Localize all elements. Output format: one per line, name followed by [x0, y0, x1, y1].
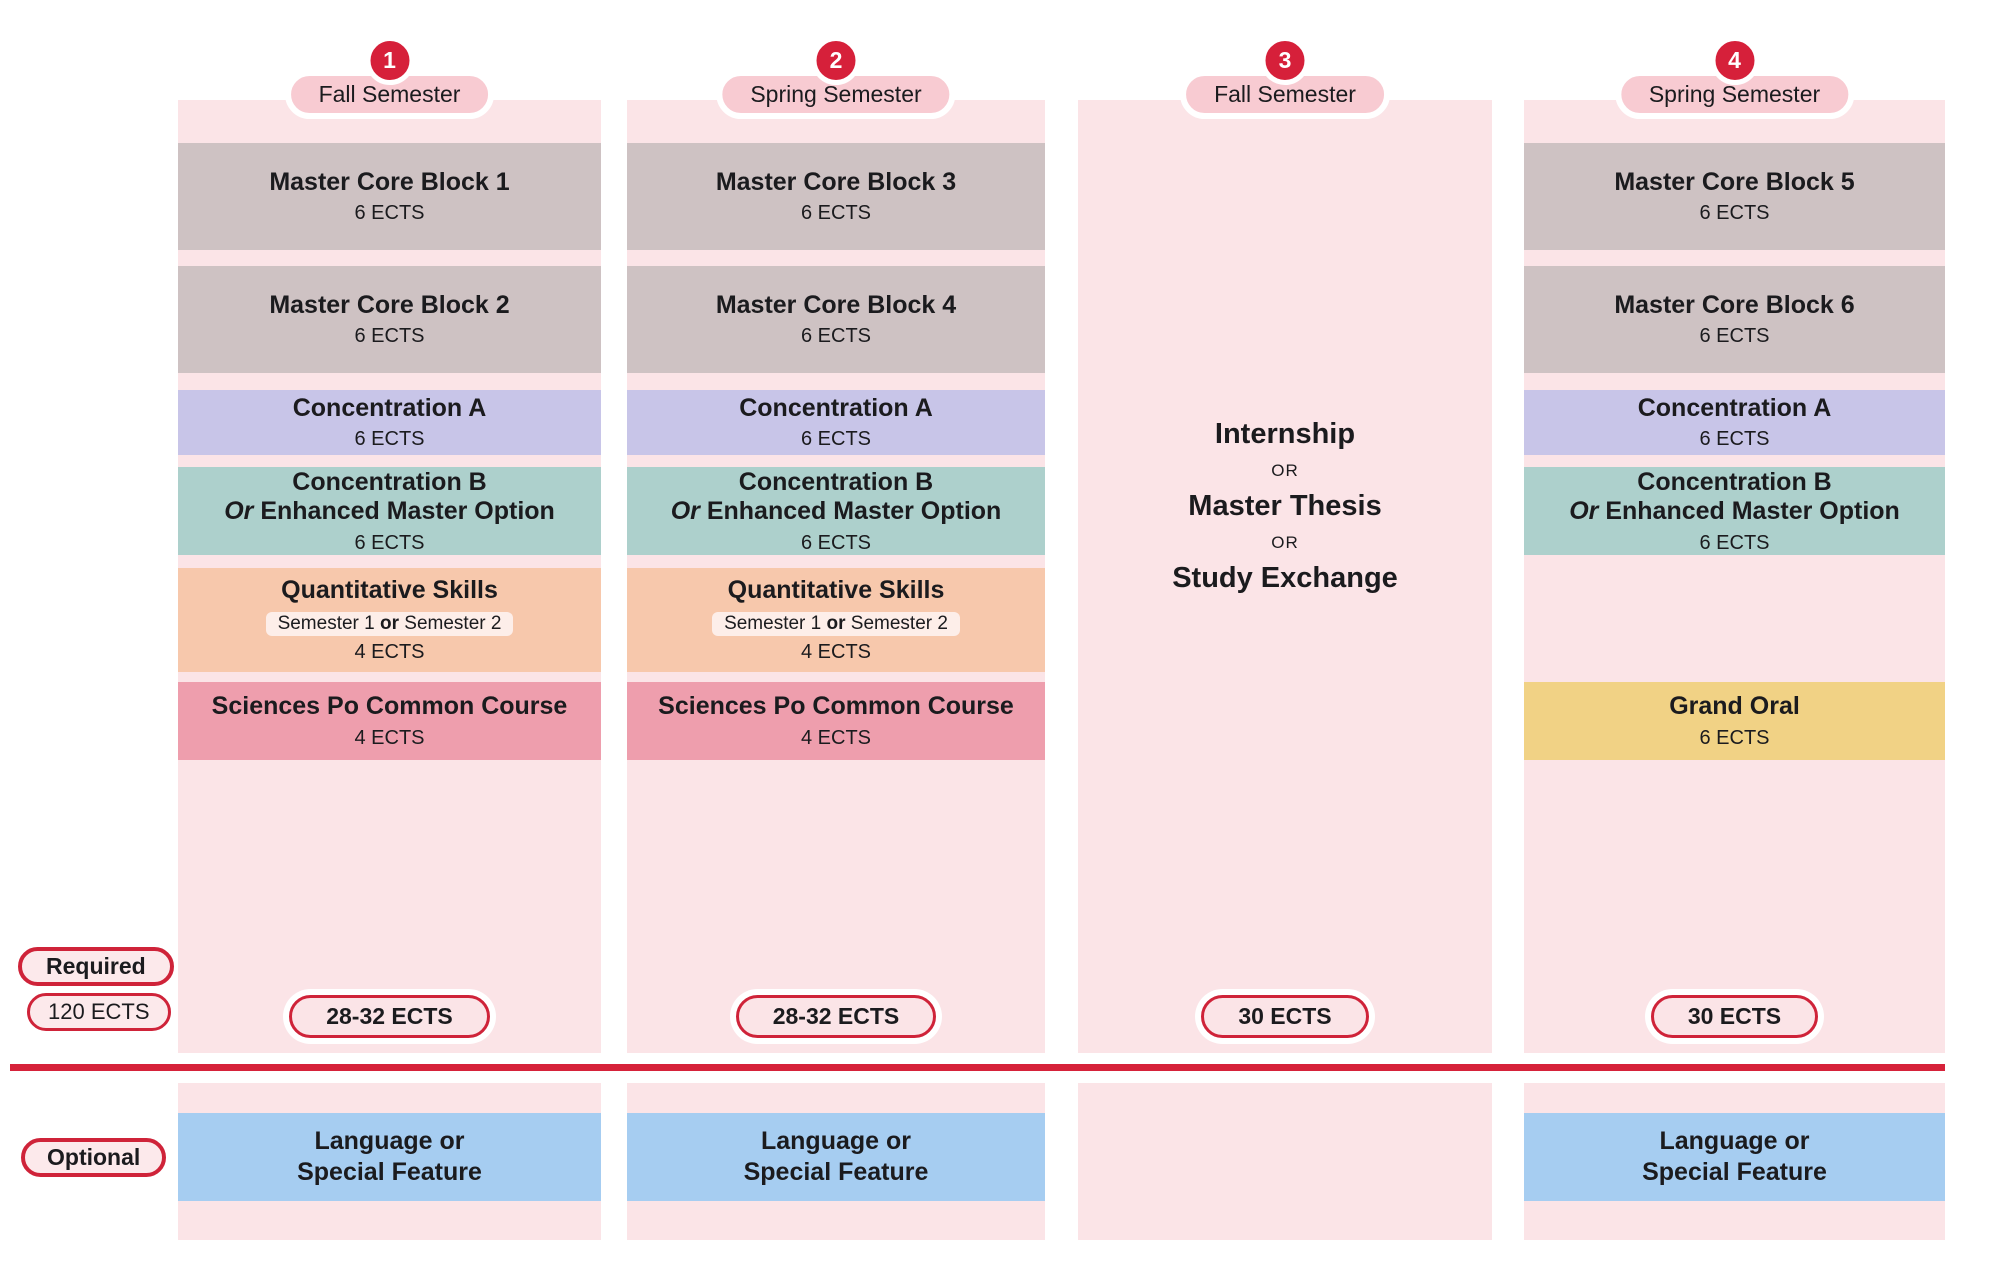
optional-block-line: Special Feature — [297, 1158, 482, 1186]
semester-total-wrap: 28-32 ECTS — [627, 995, 1045, 1038]
block-ects-line: 6 ECTS — [354, 202, 425, 225]
block-title-line: Concentration A — [739, 393, 933, 422]
block-ects-line: 4 ECTS — [354, 641, 425, 664]
block-sciences-po-common-course: Sciences Po Common Course 4 ECTS — [627, 682, 1045, 760]
block-ects-line: 6 ECTS — [354, 531, 425, 554]
semester-total-wrap: 30 ECTS — [1078, 995, 1492, 1038]
block-title-line: Master Core Block 4 — [715, 290, 957, 319]
block-title-line: Master Core Block 6 — [1614, 290, 1855, 319]
block-title-line: Or Enhanced Master Option — [224, 497, 555, 525]
block-title-line: Quantitative Skills — [281, 575, 498, 604]
block-title-line: Master Core Block 1 — [269, 167, 510, 196]
block-title-line: Concentration A — [1637, 393, 1832, 422]
block-title-line: Or Enhanced Master Option — [670, 497, 1002, 525]
block-title-line: Concentration A — [292, 393, 487, 422]
block-title-line: Master Core Block 5 — [1614, 167, 1855, 196]
block-title-line: Master Core Block 3 — [715, 167, 957, 196]
block-master-core-block-6: Master Core Block 6 6 ECTS — [1524, 266, 1945, 373]
semester-number-badge: 3 — [1260, 36, 1310, 85]
block-ects-line: 4 ECTS — [800, 726, 872, 749]
choice-or-label: OR — [1271, 533, 1299, 552]
block-ects-line: 4 ECTS — [354, 726, 425, 749]
block-title-line: Sciences Po Common Course — [658, 692, 1014, 721]
block-master-core-block-1: Master Core Block 1 6 ECTS — [178, 143, 601, 250]
choice-or-label: OR — [1271, 461, 1299, 480]
block-ects-line: 6 ECTS — [1699, 325, 1770, 348]
block-concentration-a: Concentration A 6 ECTS — [178, 390, 601, 455]
required-optional-divider — [10, 1064, 1945, 1071]
optional-badge: Optional — [21, 1138, 167, 1177]
block-note-line: Semester 1 or Semester 2 — [712, 612, 960, 637]
block-master-core-block-3: Master Core Block 3 6 ECTS — [627, 143, 1045, 250]
block-title-line: Concentration B — [292, 467, 487, 496]
optional-language-block: Language or Special Feature — [178, 1113, 601, 1201]
semester-total-wrap: 30 ECTS — [1524, 995, 1945, 1038]
block-ects-line: 6 ECTS — [354, 428, 425, 451]
block-ects-line: 6 ECTS — [800, 202, 872, 225]
block-title-line: Sciences Po Common Course — [211, 692, 568, 721]
semester-number-badge: 1 — [365, 36, 414, 85]
optional-language-block: Language or Special Feature — [1524, 1113, 1945, 1201]
semester-total-ects-pill: 28-32 ECTS — [735, 995, 937, 1038]
semester-column-background — [1524, 100, 1945, 1053]
semester-total-ects-pill: 30 ECTS — [1650, 995, 1819, 1038]
optional-block-line: Special Feature — [743, 1158, 929, 1186]
optional-block-line: Language or — [314, 1126, 465, 1155]
block-ects-line: 6 ECTS — [354, 325, 425, 348]
optional-block-line: Language or — [1659, 1126, 1810, 1155]
choice-option: Study Exchange — [1172, 562, 1398, 594]
block-title-line: Or Enhanced Master Option — [1569, 497, 1900, 525]
block-title-line: Master Core Block 2 — [269, 290, 510, 319]
required-total-pill: 120 ECTS — [27, 993, 171, 1031]
block-ects-line: 6 ECTS — [800, 428, 872, 451]
block-ects-line: 6 ECTS — [1699, 202, 1770, 225]
optional-block-line: Language or — [760, 1126, 911, 1155]
semester-number-badge: 2 — [811, 36, 861, 85]
semester-number-badge: 4 — [1710, 36, 1759, 85]
block-title-line: Concentration B — [738, 467, 934, 496]
block-title-line: Quantitative Skills — [727, 575, 945, 604]
semester-column-background — [1078, 100, 1492, 1053]
required-badge: Required — [18, 947, 174, 986]
block-master-core-block-5: Master Core Block 5 6 ECTS — [1524, 143, 1945, 250]
semester-total-ects-pill: 28-32 ECTS — [289, 995, 490, 1038]
choice-option: Internship — [1214, 418, 1356, 450]
optional-section-background — [1078, 1083, 1492, 1240]
optional-language-block: Language or Special Feature — [627, 1113, 1045, 1201]
block-concentration-a: Concentration A 6 ECTS — [627, 390, 1045, 455]
block-ects-line: 6 ECTS — [800, 531, 872, 554]
block-grand-oral: Grand Oral 6 ECTS — [1524, 682, 1945, 760]
block-title-line: Grand Oral — [1669, 692, 1800, 721]
block-sciences-po-common-course: Sciences Po Common Course 4 ECTS — [178, 682, 601, 760]
block-master-core-block-2: Master Core Block 2 6 ECTS — [178, 266, 601, 373]
block-ects-line: 6 ECTS — [1699, 428, 1770, 451]
block-ects-line: 4 ECTS — [800, 641, 872, 664]
block-concentration-a: Concentration A 6 ECTS — [1524, 390, 1945, 455]
block-ects-line: 6 ECTS — [1699, 531, 1770, 554]
block-ects-line: 6 ECTS — [1699, 726, 1770, 749]
optional-block-line: Special Feature — [1642, 1158, 1827, 1186]
semester-total-ects-pill: 30 ECTS — [1201, 995, 1369, 1038]
choice-option: Master Thesis — [1188, 490, 1382, 522]
semester-total-wrap: 28-32 ECTS — [178, 995, 601, 1038]
block-master-core-block-4: Master Core Block 4 6 ECTS — [627, 266, 1045, 373]
block-note-line: Semester 1 or Semester 2 — [265, 612, 514, 637]
block-ects-line: 6 ECTS — [800, 325, 872, 348]
block-title-line: Concentration B — [1637, 467, 1832, 496]
